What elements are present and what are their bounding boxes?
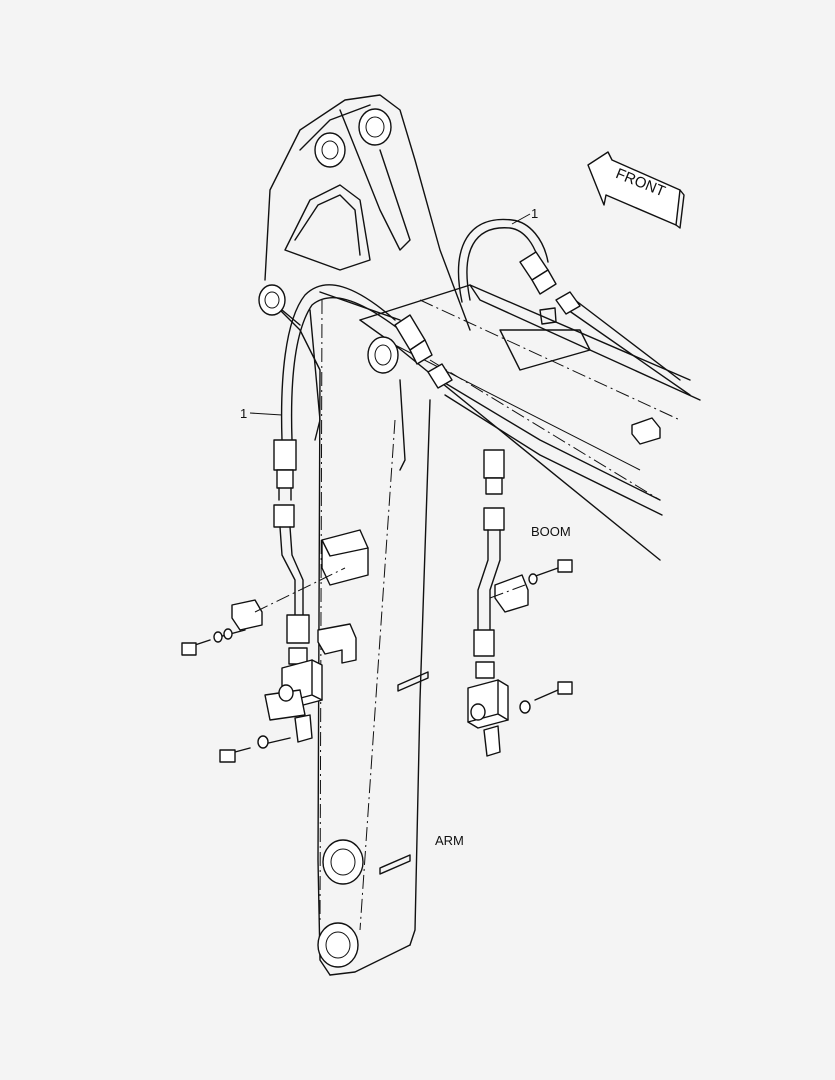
- boom: [359, 284, 701, 561]
- upper-fittings: [394, 251, 581, 389]
- hose-lower: [280, 284, 663, 516]
- front-arrow: FRONT: [587, 151, 685, 229]
- callout-left: 1: [240, 406, 283, 421]
- callout-left-label: 1: [240, 406, 247, 421]
- arm: [258, 94, 471, 976]
- right-line-assembly: [467, 449, 573, 757]
- boom-label: BOOM: [531, 524, 571, 539]
- hose-upper: [457, 218, 691, 396]
- arm-label: ARM: [435, 833, 464, 848]
- clip: [631, 417, 661, 445]
- callout-upper: 1: [511, 206, 538, 225]
- callout-upper-label: 1: [531, 206, 538, 221]
- left-line-assembly: [181, 439, 369, 763]
